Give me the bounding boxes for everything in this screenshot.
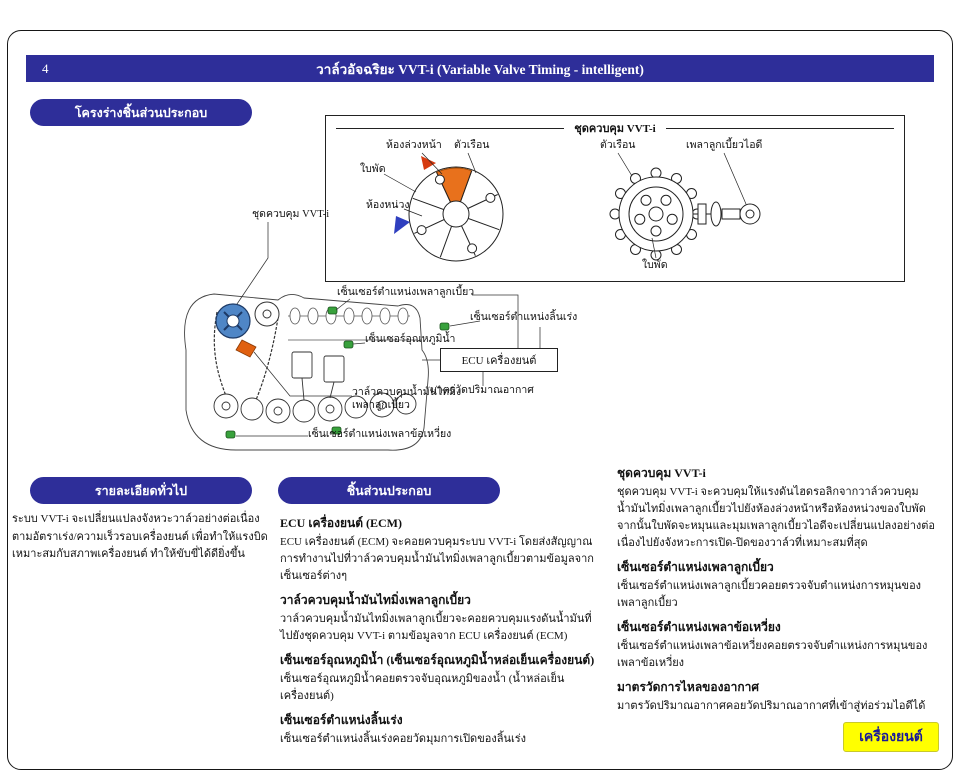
right-item: เซ็นเซอร์ตำแหน่งเพลาลูกเบี้ยว เซ็นเซอร์ต… — [617, 559, 939, 612]
label-advance-chamber: ห้องล่วงหน้า — [386, 140, 442, 151]
chapter-badge: เครื่องยนต์ — [843, 722, 939, 752]
right-item-title: มาตรวัดการไหลของอากาศ — [617, 679, 760, 694]
label-oil-control-valve: วาล์วควบคุมน้ำมันไทมิ่ง เพลาลูกเบี้ยว — [352, 386, 461, 412]
component-title: ECU เครื่องยนต์ (ECM) — [280, 516, 402, 530]
general-description: ระบบ VVT-i จะเปลี่ยนแปลงจังหวะวาล์วอย่าง… — [12, 513, 268, 561]
label-oil-control-valve-line1: วาล์วควบคุมน้ำมันไทมิ่ง — [352, 387, 462, 398]
right-item-title: ชุดควบคุม VVT-i — [617, 466, 706, 480]
vvti-unit-diagram-box: ชุดควบคุม VVT-i ห้องล่วงหน้า ตัวเรือน ใบ… — [325, 115, 905, 282]
label-vvti-unit: ชุดควบคุม VVT-i — [252, 209, 330, 220]
label-housing-left: ตัวเรือน — [454, 140, 490, 151]
label-housing-right: ตัวเรือน — [600, 140, 636, 151]
page-title: วาล์วอัจฉริยะ VVT-i (Variable Valve Timi… — [316, 61, 644, 77]
ecu-box-label: ECU เครื่องยนต์ — [461, 355, 537, 367]
label-oil-control-valve-line2: เพลาลูกเบี้ยว — [352, 400, 410, 412]
section-badge-general: รายละเอียดทั่วไป — [30, 477, 252, 504]
title-rule-right — [665, 127, 895, 129]
component-item: ECU เครื่องยนต์ (ECM) ECU เครื่องยนต์ (E… — [280, 515, 600, 585]
label-vane-right: ใบพัด — [642, 260, 668, 271]
right-item: เซ็นเซอร์ตำแหน่งเพลาข้อเหวี่ยง เซ็นเซอร์… — [617, 619, 939, 672]
component-item: เซ็นเซอร์ตำแหน่งลิ้นเร่ง เซ็นเซอร์ตำแหน่… — [280, 712, 600, 748]
right-item: ชุดควบคุม VVT-i ชุดควบคุม VVT-i จะควบคุม… — [617, 465, 939, 552]
label-camshaft-position-sensor: เซ็นเซอร์ตำแหน่งเพลาลูกเบี้ยว — [337, 287, 475, 298]
label-throttle-position-sensor: เซ็นเซอร์ตำแหน่งลิ้นเร่ง — [470, 312, 578, 323]
component-item: เซ็นเซอร์อุณหภูมิน้ำ (เซ็นเซอร์อุณหภูมิน… — [280, 652, 600, 705]
chapter-badge-label: เครื่องยนต์ — [859, 730, 923, 745]
component-body: วาล์วควบคุมน้ำมันไทมิ่งเพลาลูกเบี้ยวจะคอ… — [280, 612, 592, 642]
right-item-title: เซ็นเซอร์ตำแหน่งเพลาลูกเบี้ยว — [617, 559, 774, 574]
label-vane-left: ใบพัด — [360, 164, 386, 175]
title-rule-left — [336, 127, 565, 129]
section-badge-components-label: ชิ้นส่วนประกอบ — [346, 483, 432, 498]
right-item-body: มาตรวัดปริมาณอากาศคอยวัดปริมาณอากาศที่เข… — [617, 699, 926, 712]
vvti-unit-diagram-art — [383, 152, 761, 262]
label-crankshaft-position-sensor: เซ็นเซอร์ตำแหน่งเพลาข้อเหวี่ยง — [308, 429, 452, 440]
right-item-body: เซ็นเซอร์ตำแหน่งเพลาข้อเหวี่ยงคอยตรวจจับ… — [617, 639, 928, 669]
component-body: เซ็นเซอร์อุณหภูมิน้ำคอยตรวจจับอุณหภูมิขอ… — [280, 672, 565, 702]
right-column-section: ชุดควบคุม VVT-i ชุดควบคุม VVT-i จะควบคุม… — [617, 458, 939, 717]
page-header: 4 วาล์วอัจฉริยะ VVT-i (Variable Valve Ti… — [26, 55, 934, 82]
section-badge-general-label: รายละเอียดทั่วไป — [94, 483, 188, 498]
diagram-title: ชุดควบคุม VVT-i — [574, 123, 656, 135]
section-badge-outline: โครงร่างชิ้นส่วนประกอบ — [30, 99, 252, 126]
component-body: ECU เครื่องยนต์ (ECM) จะคอยควบคุมระบบ VV… — [280, 535, 594, 582]
component-title: เซ็นเซอร์อุณหภูมิน้ำ (เซ็นเซอร์อุณหภูมิน… — [280, 652, 595, 667]
component-title: วาล์วควบคุมน้ำมันไทมิ่งเพลาลูกเบี้ยว — [280, 592, 471, 607]
right-item-body: ชุดควบคุม VVT-i จะควบคุมให้แรงดันไฮดรอลิ… — [617, 485, 935, 549]
label-water-temp-sensor: เซ็นเซอร์อุณหภูมิน้ำ — [365, 334, 456, 345]
page-border — [7, 30, 953, 770]
label-air-flow-meter: มาตรวัดปริมาณอากาศ — [430, 385, 534, 396]
right-item: มาตรวัดการไหลของอากาศ มาตรวัดปริมาณอากาศ… — [617, 679, 939, 715]
component-item: วาล์วควบคุมน้ำมันไทมิ่งเพลาลูกเบี้ยว วาล… — [280, 592, 600, 645]
page-number: 4 — [42, 60, 49, 76]
right-item-title: เซ็นเซอร์ตำแหน่งเพลาข้อเหวี่ยง — [617, 619, 781, 634]
components-section: ECU เครื่องยนต์ (ECM) ECU เครื่องยนต์ (E… — [280, 508, 600, 750]
label-intake-camshaft: เพลาลูกเบี้ยวไอดี — [686, 140, 763, 151]
engine-diagram: ชุดควบคุม VVT-i เซ็นเซอร์ตำแหน่งเพลาลูกเ… — [140, 200, 620, 472]
engine-illustration — [184, 222, 541, 451]
ecu-box: ECU เครื่องยนต์ — [440, 348, 558, 372]
diagram-title-row: ชุดควบคุม VVT-i — [326, 119, 904, 137]
right-item-body: เซ็นเซอร์ตำแหน่งเพลาลูกเบี้ยวคอยตรวจจับต… — [617, 579, 922, 609]
section-badge-components: ชิ้นส่วนประกอบ — [278, 477, 500, 504]
component-body: เซ็นเซอร์ตำแหน่งลิ้นเร่งคอยวัดมุมการเปิด… — [280, 732, 526, 745]
section-badge-outline-label: โครงร่างชิ้นส่วนประกอบ — [74, 105, 208, 120]
label-retard-chamber: ห้องหน่วง — [366, 200, 410, 211]
component-title: เซ็นเซอร์ตำแหน่งลิ้นเร่ง — [280, 712, 403, 727]
